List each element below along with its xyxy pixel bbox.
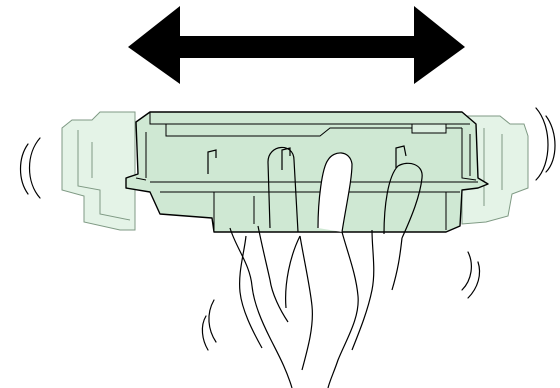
cartridge-motion-ghost-left [62,112,135,230]
toner-cartridge [126,112,488,232]
double-headed-arrow-icon [128,6,465,84]
